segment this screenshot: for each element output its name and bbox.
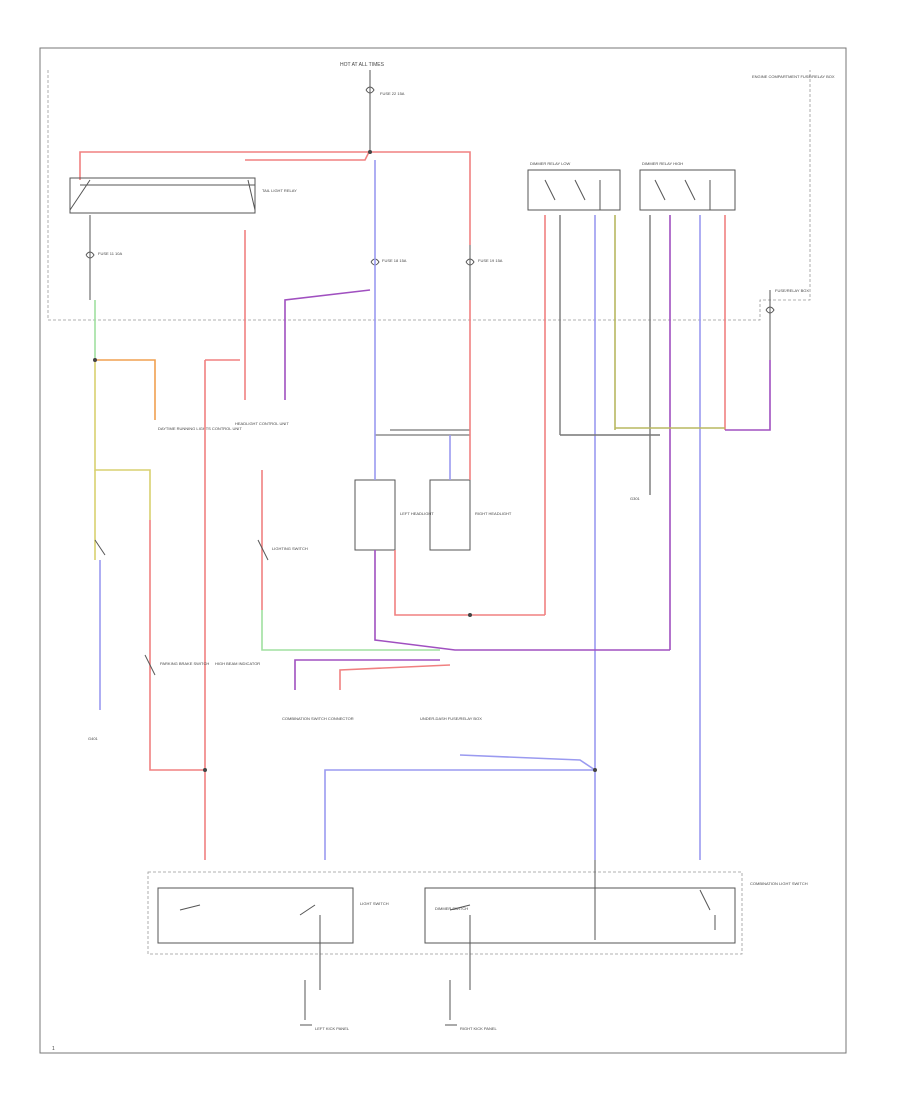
left-headlight (354, 479, 396, 551)
diagram-frame (39, 47, 847, 1054)
ground-right-label: G301 (630, 496, 641, 501)
left-switch-1 (94, 539, 106, 556)
center-conn-label: HEADLIGHT CONTROL UNIT (235, 421, 289, 426)
high-beam-label: HIGH BEAM INDICATOR (215, 661, 260, 666)
wire-purple-left (284, 289, 371, 400)
ground-1 (300, 980, 312, 1026)
splice-dot (593, 768, 597, 772)
splice-dot (368, 150, 372, 154)
fuse-box-outline (47, 70, 811, 321)
right-headlight-label: RIGHT HEADLIGHT (475, 511, 512, 516)
dimmer-switch-box (424, 887, 736, 944)
dimmer-relay-1-label: DIMMER RELAY LOW (530, 161, 571, 166)
wire-red-left-loop (204, 359, 240, 860)
ground-1-label: LEFT KICK PANEL (315, 1026, 350, 1031)
splice-dot (468, 613, 472, 617)
left-sw-label: DAYTIME RUNNING LIGHTS CONTROL UNIT (158, 426, 242, 431)
wire-purple-conn-1 (294, 659, 440, 690)
dimmer-relay-2-contacts (654, 179, 711, 210)
dimmer-relay-2 (639, 169, 736, 211)
wire-red-top-bus (79, 151, 471, 245)
fuse-c2-label: FUSE 19 15A (478, 258, 503, 263)
relay-left (69, 177, 256, 214)
right-fuse-symbol (765, 306, 775, 314)
wire-purple-h1 (725, 360, 771, 431)
bottom-switch-box (147, 871, 743, 955)
left-headlight-label: LEFT HEADLIGHT (400, 511, 434, 516)
wire-blue-lower-h (324, 769, 595, 860)
page-number: 1 (52, 1046, 55, 1052)
fuse-c1-label: FUSE 18 15A (382, 258, 407, 263)
top-label: HOT AT ALL TIMES (340, 62, 385, 68)
ground-2-label: RIGHT KICK PANEL (460, 1026, 498, 1031)
splice-dot (93, 358, 97, 362)
wire-red-loop-bottom (394, 550, 545, 616)
wire-yellow-left (94, 360, 151, 520)
bottom-left-label: LIGHT SWITCH (360, 901, 389, 906)
fuse-c2-symbol (465, 258, 475, 266)
wire-red-relay-feed (245, 149, 371, 161)
light-sw-label: LIGHTING SWITCH (272, 546, 308, 551)
tail-fuse-label: FUSE 11 10A (98, 251, 122, 256)
light-switch-box (157, 887, 354, 944)
fuse-top-symbol (365, 86, 375, 94)
wire-red-conn-1 (339, 664, 451, 690)
fuse-top-label: FUSE 22 15A (380, 91, 405, 96)
connector-2-label: UNDER-DASH FUSE/RELAY BOX (420, 716, 482, 721)
bottom-right-label: COMBINATION LIGHT SWITCH (750, 881, 808, 886)
relay-left-coil (69, 179, 256, 211)
light-switch-contacts (179, 904, 321, 990)
top-right-box-label: ENGINE COMPARTMENT FUSE/RELAY BOX (752, 74, 835, 79)
dimmer-switch-contacts (449, 889, 716, 990)
fuse-left-symbol (85, 251, 95, 259)
wire-red-left-low (149, 520, 205, 771)
wire-blue-conn-2 (459, 754, 596, 771)
wire-orange-left (95, 359, 156, 420)
connector-1-label: COMBINATION SWITCH CONNECTOR (282, 716, 354, 721)
dimmer-relay-1-contacts (544, 179, 601, 210)
relay-left-label: TAIL LIGHT RELAY (262, 188, 297, 193)
headlight-bus (375, 429, 470, 436)
fuse-c1-symbol (370, 258, 380, 266)
wire-green-center (261, 610, 440, 651)
right-side-box-label: FUSE/RELAY BOX (775, 288, 809, 293)
left-switch-2 (144, 654, 156, 676)
ground-left-label: G401 (88, 736, 99, 741)
dimmer-relay-2-label: DIMMER RELAY HIGH (642, 161, 683, 166)
ground-2 (445, 980, 457, 1026)
pass-indicator-label: PARKING BRAKE SWITCH (160, 661, 209, 666)
bottom-mid-label: DIMMER SWITCH (435, 906, 468, 911)
lighting-switch (257, 539, 269, 561)
splice-dot (203, 768, 207, 772)
wire-purple-hl (374, 550, 670, 651)
dimmer-relay-1 (527, 169, 621, 211)
right-headlight (429, 479, 471, 551)
